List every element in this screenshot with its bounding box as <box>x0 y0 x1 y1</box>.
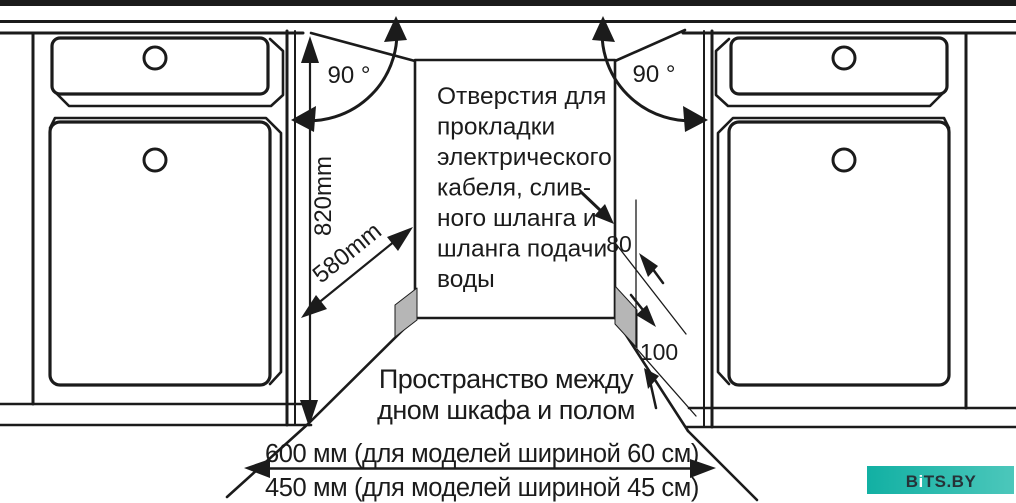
width-45-label: 450 мм (для моделей шириной 45 см) <box>265 474 699 502</box>
watermark-text-i: i <box>918 472 923 491</box>
floor-note: Пространство между дном шкафа и полом <box>377 364 635 425</box>
width-extension-right <box>686 429 759 502</box>
cable-hole-left <box>394 287 418 338</box>
dim-100-arrow-down-shaft <box>629 293 645 312</box>
floor-note-line-2: дном шкафа и полом <box>377 395 635 425</box>
labels: 90 ° 90 ° 820mm 580mm 80 100 Отверстия д… <box>265 61 699 502</box>
dim-580-line <box>304 230 408 315</box>
arc-left-end-arrowhead <box>291 106 316 132</box>
holes-note-line-5: ного шланга и <box>437 205 597 232</box>
left-door-front <box>48 120 272 387</box>
dim-extension-diagonal-upper <box>615 243 687 335</box>
left-drawer-knob <box>142 45 168 71</box>
dim-80-arrowhead <box>594 204 614 224</box>
holes-note-line-7: воды <box>437 266 495 293</box>
dim-extension-diagonal-lower <box>636 348 697 417</box>
watermark-text: BiTS.BY <box>906 472 977 491</box>
dim-width-right-arrowhead <box>690 459 716 478</box>
right-door-front <box>727 120 951 387</box>
hole-length-label: 100 <box>640 339 678 365</box>
right-cabinet <box>703 29 968 429</box>
niche-top-right-diagonal <box>613 28 687 63</box>
arrowheads <box>244 16 716 478</box>
dim-580-lower-arrowhead <box>301 295 327 318</box>
arc-right-up-arrowhead <box>592 16 615 42</box>
niche-top-left-diagonal <box>309 31 417 63</box>
width-labels: 600 мм (для моделей шириной 60 см) 450 м… <box>265 440 699 502</box>
holes-note-line-4: кабеля, слив- <box>437 175 591 202</box>
width-60-label: 600 мм (для моделей шириной 60 см) <box>265 440 699 468</box>
watermark-background <box>867 466 1014 494</box>
niche-back-wall <box>413 58 617 320</box>
dim-80-arrow-shaft <box>579 190 603 213</box>
countertop-top-edge <box>0 0 1016 6</box>
right-door-bevel <box>716 116 951 386</box>
floor-note-line-1: Пространство между <box>379 364 634 394</box>
left-door-bevel <box>48 116 283 386</box>
left-cabinet <box>31 29 296 427</box>
right-door-knob <box>831 147 857 173</box>
dim-100-lower-arrow-shaft <box>648 379 658 410</box>
hole-offset-label: 80 <box>606 231 632 257</box>
dim-100-lower-arrowhead <box>644 368 659 389</box>
holes-note-line-1: Отверстия для <box>437 83 606 110</box>
right-drawer-bevel <box>714 37 944 108</box>
dim-820-bottom-arrowhead <box>300 400 318 427</box>
left-drawer-bevel <box>55 37 285 108</box>
left-door-knob <box>142 147 168 173</box>
cable-hole-right <box>614 285 638 349</box>
door-swing-arc-right <box>600 18 704 123</box>
arc-left-up-arrowhead <box>384 16 407 42</box>
watermark-text-b: B <box>906 472 919 491</box>
arc-right-end-arrowhead <box>683 106 708 132</box>
watermark-text-rest: TS.BY <box>924 472 977 491</box>
niche <box>306 28 690 433</box>
height-dim-label: 820mm <box>310 156 337 236</box>
dim-100-up-arrowhead <box>639 253 658 277</box>
angle-label-left: 90 ° <box>328 62 371 89</box>
holes-note-line-2: прокладки <box>437 114 555 141</box>
door-swing-arc-left <box>295 18 399 123</box>
holes-note-line-3: электрического <box>437 144 612 171</box>
right-drawer-knob <box>831 45 857 71</box>
angle-label-right: 90 ° <box>633 61 676 88</box>
dim-width-left-arrowhead <box>244 459 270 478</box>
holes-note-line-6: шланга подачи <box>437 236 607 263</box>
dim-580-upper-arrowhead <box>387 227 413 251</box>
watermark-logo: BiTS.BY <box>867 466 1014 494</box>
dim-100-down-arrowhead <box>636 305 656 327</box>
holes-note: Отверстия для прокладки электрического к… <box>437 83 612 293</box>
dim-820-top-arrowhead <box>301 36 319 63</box>
